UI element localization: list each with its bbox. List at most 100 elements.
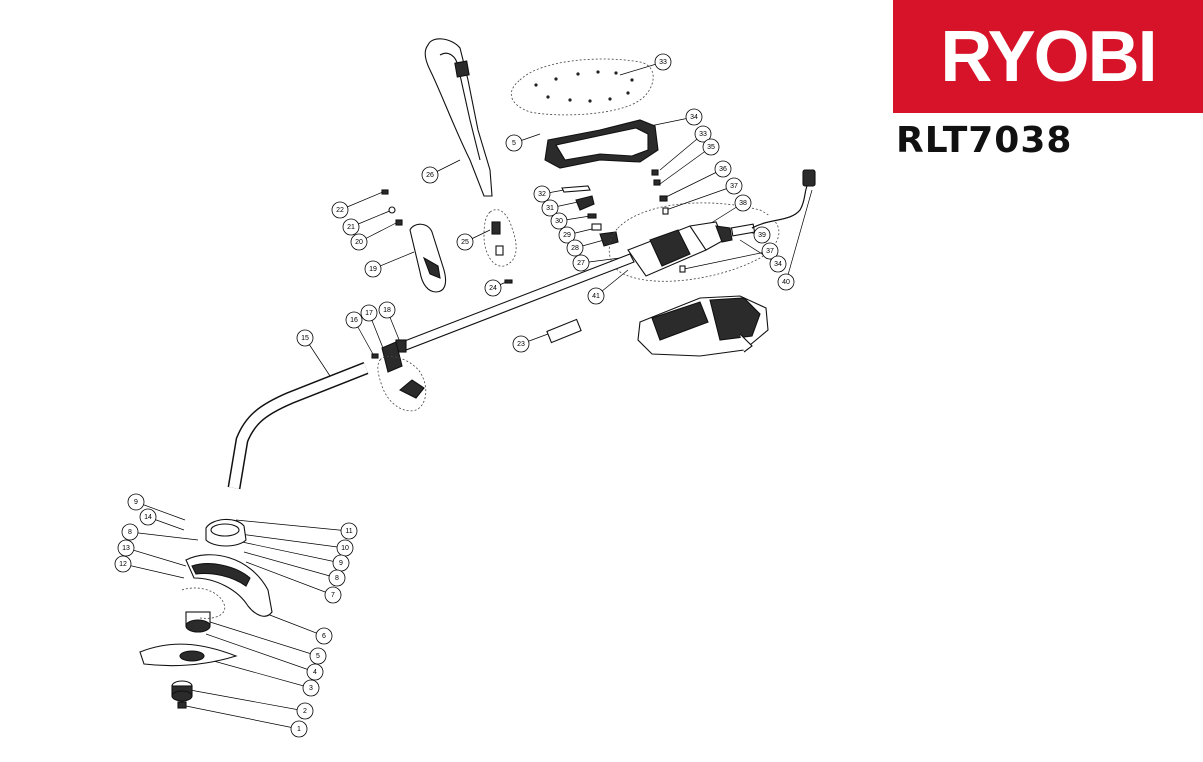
callout-number: 9 xyxy=(339,560,343,567)
callout-number: 6 xyxy=(322,633,326,640)
callout-33: 33 xyxy=(654,53,672,71)
part-6-guard xyxy=(185,554,273,617)
callout-number: 22 xyxy=(336,207,344,214)
callout-26: 26 xyxy=(421,166,439,184)
callout-number: 23 xyxy=(517,341,525,348)
callout-35: 35 xyxy=(702,138,720,156)
callout-34: 34 xyxy=(769,255,787,273)
callout-number: 8 xyxy=(128,529,132,536)
callout-3: 3 xyxy=(302,679,320,697)
leader-line-5 xyxy=(209,621,319,657)
callout-number: 26 xyxy=(426,172,434,179)
callout-number: 9 xyxy=(134,499,138,506)
callout-number: 30 xyxy=(555,218,563,225)
brand-name: RYOBI xyxy=(940,16,1157,97)
leader-line-8 xyxy=(129,531,199,541)
leader-line-1 xyxy=(185,705,300,730)
callout-number: 33 xyxy=(699,131,707,138)
part-26-front-handle xyxy=(424,38,493,197)
callout-number: 17 xyxy=(365,310,373,317)
callout-number: 28 xyxy=(571,245,579,252)
callout-41: 41 xyxy=(587,287,605,305)
callout-24: 24 xyxy=(484,279,502,297)
part-33-screw-layout xyxy=(510,58,654,116)
callout-number: 13 xyxy=(122,545,130,552)
callout-1: 1 xyxy=(290,720,308,738)
callout-21: 21 xyxy=(342,218,360,236)
callout-4: 4 xyxy=(306,663,324,681)
callout-20: 20 xyxy=(350,233,368,251)
callout-number: 33 xyxy=(659,59,667,66)
leader-line-9 xyxy=(135,501,186,521)
callout-14: 14 xyxy=(139,508,157,526)
model-number: RLT7038 xyxy=(896,120,1073,161)
callout-number: 31 xyxy=(546,205,554,212)
callout-28: 28 xyxy=(566,239,584,257)
part-1-knob xyxy=(177,701,187,709)
callout-number: 1 xyxy=(297,726,301,733)
callout-12: 12 xyxy=(114,555,132,573)
callout-29: 29 xyxy=(558,226,576,244)
callout-number: 2 xyxy=(303,708,307,715)
callout-number: 20 xyxy=(355,239,363,246)
leader-line-33 xyxy=(659,133,704,171)
callout-7: 7 xyxy=(324,586,342,604)
callout-number: 32 xyxy=(538,191,546,198)
part-16-18-clamp xyxy=(371,339,427,412)
callout-2: 2 xyxy=(296,702,314,720)
part-12-13-detail xyxy=(181,587,226,619)
leader-line-11 xyxy=(235,519,350,532)
callout-22: 22 xyxy=(331,201,349,219)
callout-number: 11 xyxy=(345,528,352,535)
parts-35-37-brushes xyxy=(651,169,686,273)
leader-line-13 xyxy=(125,547,187,567)
callout-5: 5 xyxy=(505,134,523,152)
part-15-lower-curved-shaft xyxy=(227,361,369,490)
callout-number: 34 xyxy=(690,114,698,121)
parts-28-32-switch-parts xyxy=(561,185,619,247)
leader-line-4 xyxy=(205,633,316,673)
callout-number: 36 xyxy=(719,166,727,173)
callout-number: 39 xyxy=(758,232,766,239)
callout-13: 13 xyxy=(117,539,135,557)
callout-8: 8 xyxy=(328,569,346,587)
callout-number: 12 xyxy=(119,561,127,568)
leader-line-10 xyxy=(239,533,346,549)
callout-number: 38 xyxy=(739,200,747,207)
leader-line-37 xyxy=(683,250,771,270)
callout-25: 25 xyxy=(456,233,474,251)
callout-15: 15 xyxy=(296,329,314,347)
callout-37: 37 xyxy=(761,242,779,260)
callout-31: 31 xyxy=(541,199,559,217)
callout-number: 21 xyxy=(347,224,355,231)
callout-9: 9 xyxy=(127,493,145,511)
callout-number: 3 xyxy=(309,685,313,692)
callout-number: 27 xyxy=(577,260,585,267)
callout-11: 11 xyxy=(340,522,358,540)
callout-32: 32 xyxy=(533,185,551,203)
callout-23: 23 xyxy=(512,335,530,353)
part-22-21-20-screws xyxy=(381,189,403,226)
part-24-screw xyxy=(504,279,513,284)
callout-19: 19 xyxy=(364,260,382,278)
leader-line-2 xyxy=(189,689,306,712)
callout-number: 34 xyxy=(774,261,782,268)
callout-number: 14 xyxy=(144,514,152,521)
leader-line-35 xyxy=(659,146,712,185)
callout-number: 37 xyxy=(766,248,774,255)
callout-number: 7 xyxy=(331,592,335,599)
callout-16: 16 xyxy=(345,311,363,329)
callout-36: 36 xyxy=(714,160,732,178)
callout-number: 37 xyxy=(730,183,738,190)
callout-number: 4 xyxy=(313,669,317,676)
part-23-foam-grip xyxy=(546,318,582,344)
callout-38: 38 xyxy=(734,194,752,212)
callout-6: 6 xyxy=(315,627,333,645)
callout-27: 27 xyxy=(572,254,590,272)
part-25-switch xyxy=(491,221,504,256)
callout-37: 37 xyxy=(725,177,743,195)
callout-30: 30 xyxy=(550,212,568,230)
leader-line-8 xyxy=(243,551,338,579)
callout-9: 9 xyxy=(332,554,350,572)
